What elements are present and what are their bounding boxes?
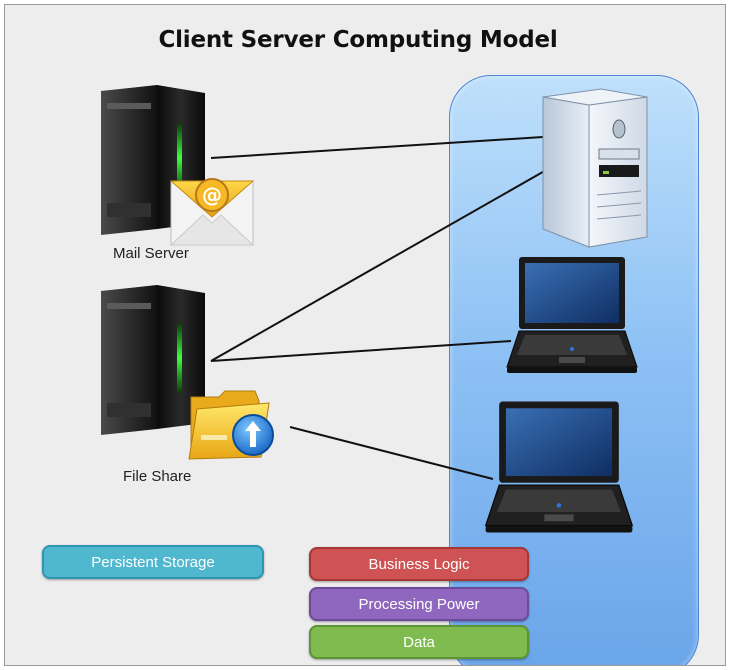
mail-envelope-icon: @: [169, 178, 255, 246]
tier-processing-power: Processing Power: [309, 587, 529, 621]
svg-text:@: @: [202, 183, 222, 207]
diagram-title: Client Server Computing Model: [158, 27, 558, 53]
desktop-tower-icon: [542, 88, 648, 248]
tier-business-logic: Business Logic: [309, 547, 529, 581]
tier-data: Data: [309, 625, 529, 659]
laptop-icon: [484, 401, 634, 533]
file-share-server-icon: [101, 285, 205, 435]
diagram-frame: Client Server Computing Model: [4, 4, 726, 666]
mail-server-label: Mail Server: [113, 245, 189, 262]
file-share-label: File Share: [123, 468, 192, 485]
tier-persistent-storage: Persistent Storage: [42, 545, 264, 579]
folder-icon: [188, 390, 274, 460]
laptop-icon: [506, 257, 638, 373]
